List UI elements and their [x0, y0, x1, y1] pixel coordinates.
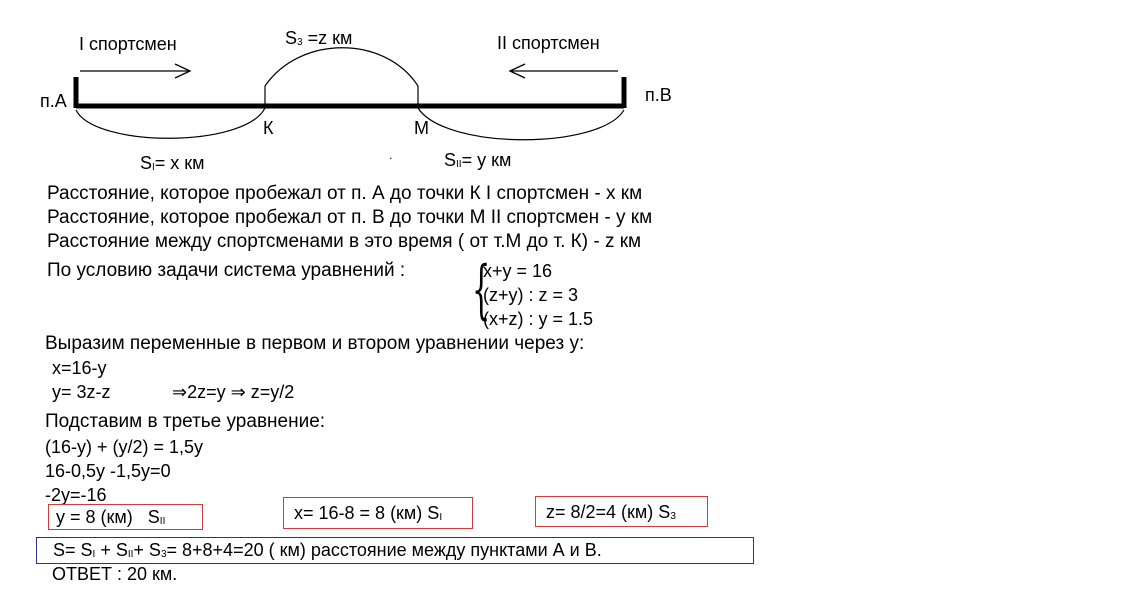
- y-expression: у= 3z-z: [52, 382, 111, 402]
- arrow-left-icon: [508, 63, 618, 79]
- text-line-1: Расстояние, которое пробежал от п. А до …: [47, 183, 643, 204]
- sum-box: S= SI + SII+ S3= 8+8+4=20 ( км) расстоян…: [36, 537, 754, 564]
- equation-1: х+у = 16: [483, 261, 553, 281]
- z-result-text: z= 8/2=4 (км) S: [546, 502, 671, 522]
- sum-text: S= SI + SII+ S3= 8+8+4=20 ( км) расстоян…: [53, 540, 602, 560]
- calc-step-1: (16-у) + (у/2) = 1,5у: [45, 437, 204, 457]
- point-k-label: К: [263, 118, 274, 138]
- s1-label: SI= х км: [140, 153, 205, 173]
- athlete1-label: I спортсмен: [79, 34, 177, 54]
- point-m-label: М: [414, 118, 429, 138]
- route-diagram: [73, 47, 627, 141]
- express-heading: Выразим переменные в первом и втором ура…: [45, 333, 585, 354]
- system-brace-icon: {: [472, 253, 491, 327]
- z-result-box: z= 8/2=4 (км) S3: [535, 496, 708, 527]
- system-intro: По условию задачи система уравнений :: [47, 260, 406, 281]
- equation-2: (z+у) : z = 3: [483, 285, 579, 305]
- athlete2-label: II спортсмен: [497, 33, 600, 53]
- x-expression: х=16-у: [52, 358, 107, 378]
- y-result-text: у = 8 (км): [56, 507, 133, 527]
- calc-step-3: -2у=-16: [45, 485, 107, 505]
- s3-label: S3 =z км: [285, 28, 353, 48]
- y-expression-result: ⇒2z=у ⇒ z=у/2: [172, 382, 295, 402]
- equation-3: (х+z) : у = 1.5: [483, 309, 594, 329]
- arc-s2: [417, 107, 625, 141]
- arc-s3: [264, 47, 419, 87]
- text-line-2: Расстояние, которое пробежал от п. В до …: [47, 207, 653, 228]
- x-result-box: х= 16-8 = 8 (км) SI: [283, 497, 473, 529]
- arc-s1: [75, 107, 266, 139]
- text-line-3: Расстояние между спортсменами в это врем…: [47, 231, 642, 252]
- s2-label: SII= у км: [444, 150, 512, 170]
- calc-step-2: 16-0,5у -1,5у=0: [45, 461, 171, 481]
- substitute-heading: Подставим в третье уравнение:: [45, 411, 326, 432]
- stray-dot: .: [389, 148, 393, 162]
- point-a-label: п.А: [40, 91, 67, 111]
- y-result-box: у = 8 (км) SII: [48, 504, 203, 530]
- answer-text: ОТВЕТ : 20 км.: [52, 564, 178, 584]
- point-b-label: п.В: [645, 85, 672, 105]
- arrow-right-icon: [80, 63, 192, 79]
- x-result-text: х= 16-8 = 8 (км) S: [294, 503, 440, 523]
